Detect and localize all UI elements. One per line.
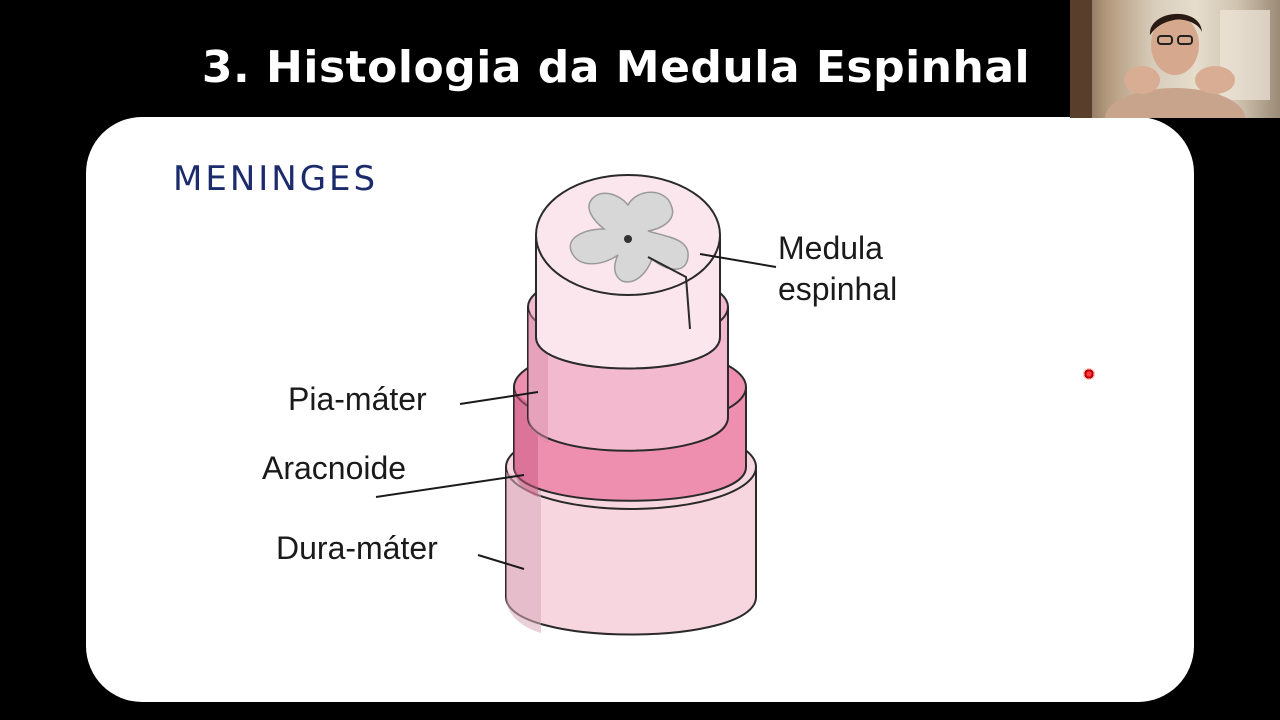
spinal-cord xyxy=(535,174,721,370)
slide-card: MENINGES xyxy=(86,117,1194,702)
arachnoid-label: Aracnoide xyxy=(262,450,406,486)
dura-mater-label: Dura-máter xyxy=(276,530,438,566)
pia-mater-label: Pia-máter xyxy=(288,381,427,417)
dura-mater-shading xyxy=(506,472,541,633)
section-heading: MENINGES xyxy=(173,159,379,199)
dura-mater-leader xyxy=(477,554,525,570)
spinal-cord-label-line2: espinhal xyxy=(778,271,897,307)
pia-mater-leader xyxy=(459,391,539,405)
central-canal xyxy=(624,235,632,243)
spinal-cord-label-line1: Medula xyxy=(778,230,883,266)
presenter-webcam xyxy=(1070,0,1280,118)
laser-pointer-dot xyxy=(1083,368,1095,380)
arachnoid-leader xyxy=(375,474,525,498)
spinal-cord-leader xyxy=(699,253,777,268)
meninges-diagram: Medula espinhal Pia-máter Aracnoide Dura… xyxy=(262,174,897,636)
slide-title: 3. Histologia da Medula Espinhal xyxy=(201,42,1031,93)
median-fissure xyxy=(647,256,691,330)
presenter-video-icon xyxy=(1070,0,1270,118)
